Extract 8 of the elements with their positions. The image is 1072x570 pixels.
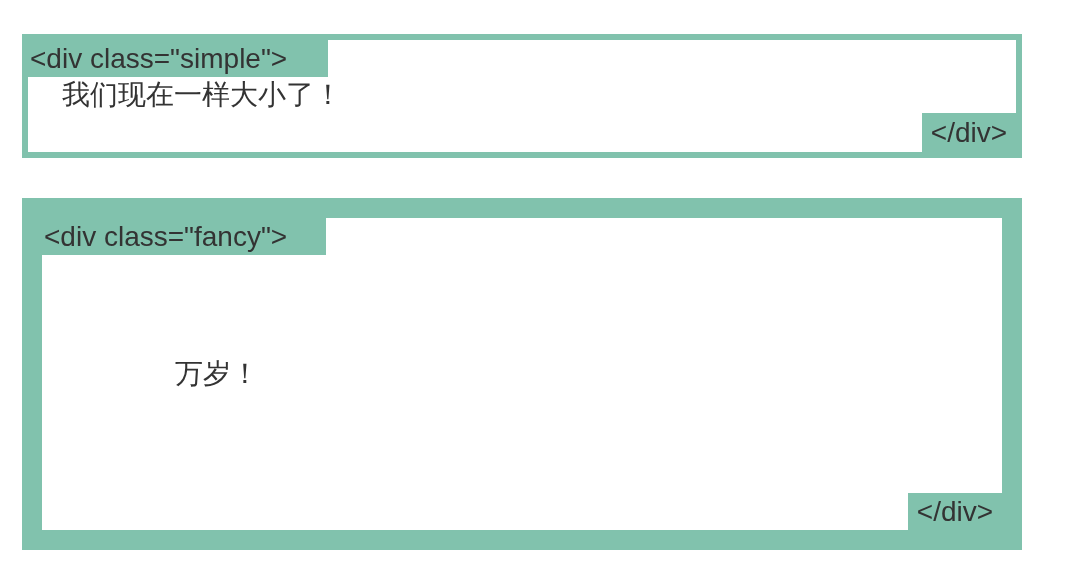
outline-box: [22, 198, 1022, 550]
tag-label: <div class="simple">: [28, 40, 328, 77]
tag-label: </div>: [922, 113, 1016, 152]
body-text: 万岁！: [175, 357, 259, 391]
body-text: 我们现在一样大小了！: [62, 78, 342, 112]
tag-label: </div>: [908, 493, 1002, 530]
outline-box: [22, 34, 1022, 158]
tag-label: <div class="fancy">: [42, 218, 326, 255]
